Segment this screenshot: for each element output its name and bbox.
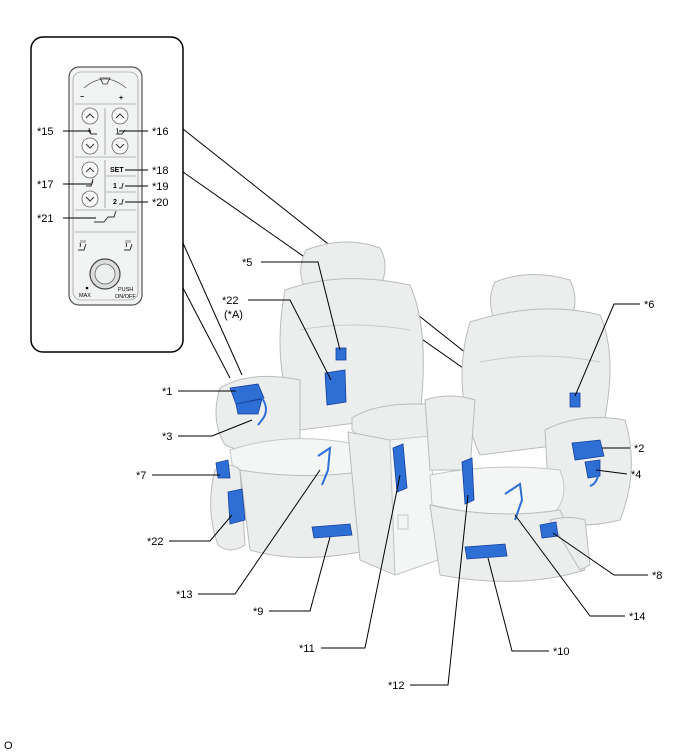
callout-7: *7 <box>136 470 146 482</box>
recline-buttons-right <box>111 107 129 155</box>
part-14 <box>504 482 524 521</box>
callout-16: *16 <box>152 126 169 138</box>
inset-panel: − + SET 1 2 <box>30 36 184 353</box>
callout-6: *6 <box>644 299 654 311</box>
seat-heater-icon-right <box>124 242 133 251</box>
callout-3: *3 <box>162 431 172 443</box>
callout-22a-note: (*A) <box>224 309 243 321</box>
max-label: MAX <box>79 293 91 299</box>
set-label: SET <box>110 167 124 174</box>
callout-9: *9 <box>253 606 263 618</box>
onoff-label: ON/OFF <box>115 294 136 300</box>
callout-18: *18 <box>152 165 169 177</box>
center-console <box>347 403 441 576</box>
seat-slide-icon <box>86 178 94 187</box>
leader-lines <box>152 261 648 686</box>
callout-4: *4 <box>631 469 641 481</box>
minus-symbol: − <box>80 94 84 101</box>
seat-heater-icon-left <box>78 242 87 251</box>
part-5 <box>335 347 347 361</box>
callout-19: *19 <box>152 181 169 193</box>
part-10 <box>464 543 508 560</box>
callout-10: *10 <box>553 646 570 658</box>
callout-21: *21 <box>37 213 54 225</box>
callout-20: *20 <box>152 197 169 209</box>
part-9 <box>311 523 353 539</box>
push-label: PUSH <box>118 287 133 293</box>
callout-22b: *22 <box>147 536 164 548</box>
callout-labels: *15 *16 *17 *18 *19 *20 *21 *5 *22 (*A) … <box>37 126 662 692</box>
part-7 <box>215 459 231 479</box>
part-2 <box>571 439 605 461</box>
callout-12: *12 <box>388 680 405 692</box>
callout-13: *13 <box>176 589 193 601</box>
part-8 <box>539 521 559 539</box>
part-4 <box>584 459 601 479</box>
callout-5: *5 <box>242 257 252 269</box>
part-11 <box>392 443 408 493</box>
part-12 <box>461 457 475 505</box>
fan-icon <box>99 77 111 85</box>
callout-22a: *22 <box>222 295 239 307</box>
part-22b <box>227 488 246 525</box>
callout-14: *14 <box>629 611 646 623</box>
plus-symbol: + <box>119 95 123 102</box>
part-6 <box>569 392 581 408</box>
callout-11: *11 <box>299 643 315 655</box>
memory-2-label: 2 <box>113 199 117 206</box>
callout-15: *15 <box>37 126 54 138</box>
callout-8: *8 <box>652 570 662 582</box>
footer-code: O <box>4 740 13 752</box>
callout-17: *17 <box>37 179 54 191</box>
part-3 <box>235 398 263 415</box>
callout-2: *2 <box>634 443 644 455</box>
right-seat <box>424 273 632 582</box>
part-1 <box>229 383 265 405</box>
relax-mode-icon <box>94 210 117 223</box>
part-13 <box>317 446 332 486</box>
callout-1: *1 <box>162 386 172 398</box>
memory-1-label: 1 <box>113 183 117 190</box>
